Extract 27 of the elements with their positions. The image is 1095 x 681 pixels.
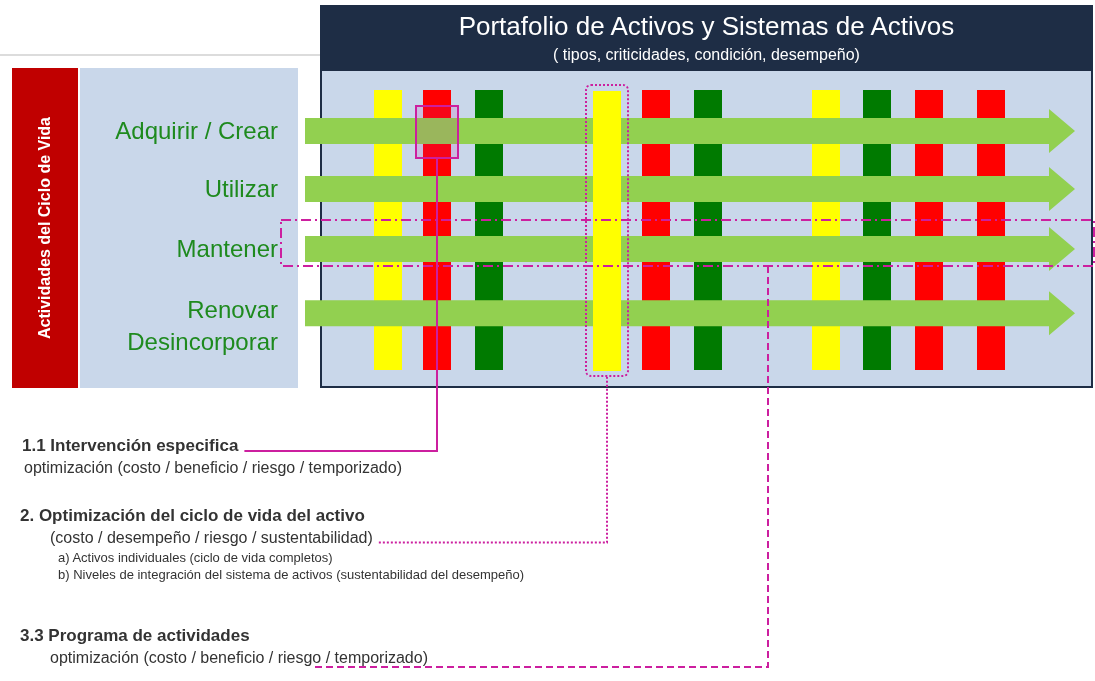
label-panel (80, 68, 298, 388)
row-label: Renovar Desincorporar (80, 294, 278, 358)
section-heading: 1.1 Intervención especifica (22, 436, 239, 456)
bar (593, 91, 621, 371)
leader-line (314, 266, 769, 668)
highlight-box (585, 84, 629, 377)
band-label: Actividades del Ciclo de Vida (36, 117, 54, 339)
panel-subtitle: ( tipos, criticidades, condición, desempeño) (553, 46, 860, 64)
list-item: a) Activos individuales (ciclo de vida completos) (57, 550, 333, 565)
leader-line (377, 376, 608, 544)
description-text: optimización (costo / beneficio / riesgo / temporizado) (23, 459, 402, 477)
row-label: Utilizar (204, 173, 278, 205)
arrow (305, 109, 1075, 153)
row-label: Adquirir / Crear (115, 115, 278, 147)
section-heading: 2. Optimización del ciclo de vida del activo (20, 506, 365, 526)
description-text: (costo / desempeño / riesgo / sustentabilidad) (49, 529, 373, 547)
panel-title: Portafolio de Activos y Sistemas de Activos (458, 11, 955, 42)
section-heading: 3.3 Programa de actividades (20, 626, 250, 646)
highlight-box (415, 105, 459, 159)
arrow (305, 227, 1075, 271)
leader-line (243, 158, 438, 452)
arrow (305, 167, 1075, 211)
arrow (305, 291, 1075, 336)
side-band (12, 68, 78, 388)
description-text: optimización (costo / beneficio / riesgo / temporizado) (49, 649, 428, 667)
row-label: Mantener (176, 233, 278, 265)
list-item: b) Niveles de integración del sistema de activos (sustentabilidad del desempeño) (57, 567, 525, 582)
